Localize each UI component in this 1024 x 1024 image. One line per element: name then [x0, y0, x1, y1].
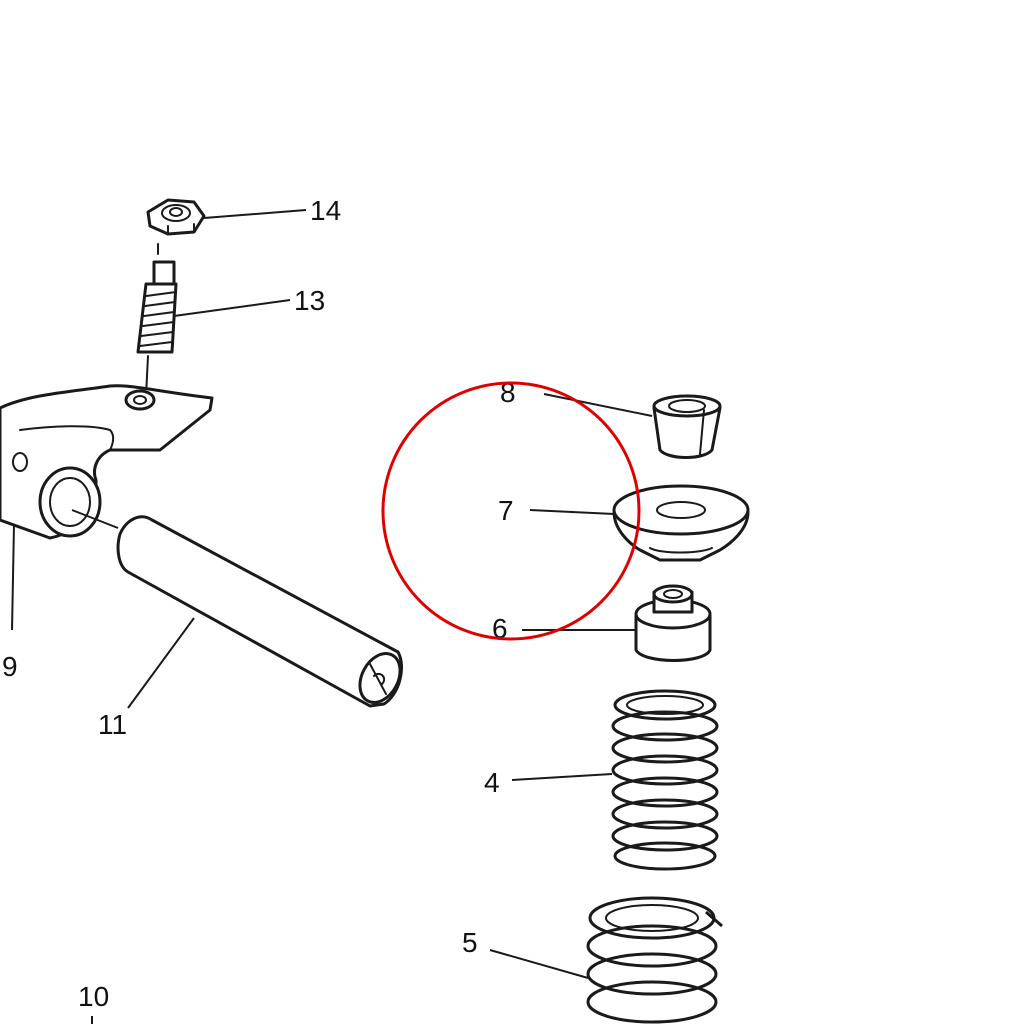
callout-9: 9 [2, 651, 18, 682]
callout-11: 11 [98, 709, 127, 740]
leader-13 [173, 299, 291, 317]
part-11-rocker-shaft [71, 509, 403, 708]
callout-14: 14 [310, 195, 341, 226]
leader-8 [543, 393, 653, 417]
part-9-rocker-arm [0, 384, 214, 540]
leader-5 [489, 949, 589, 979]
callout-7: 7 [498, 495, 514, 526]
leader-7 [529, 509, 615, 515]
callout-8: 8 [500, 377, 516, 408]
callout-6: 6 [492, 613, 508, 644]
part-13-adjusting-screw [136, 243, 178, 397]
leader-11 [127, 617, 195, 709]
highlight-circle [381, 381, 641, 641]
part-8-valve-cotter [652, 394, 722, 459]
callout-4: 4 [484, 767, 500, 798]
leader-14 [203, 209, 307, 219]
leader-9 [11, 523, 15, 631]
leader-4 [511, 773, 613, 781]
callout-5: 5 [462, 927, 478, 958]
part-4-valve-spring [611, 689, 719, 871]
callout-10: 10 [78, 981, 109, 1012]
part-5-inner-spring [586, 896, 723, 1024]
part-7-spring-retainer [612, 484, 750, 562]
callout-13: 13 [294, 285, 325, 316]
part-14-nut [146, 198, 206, 236]
part-6-stem-seal [634, 584, 712, 662]
